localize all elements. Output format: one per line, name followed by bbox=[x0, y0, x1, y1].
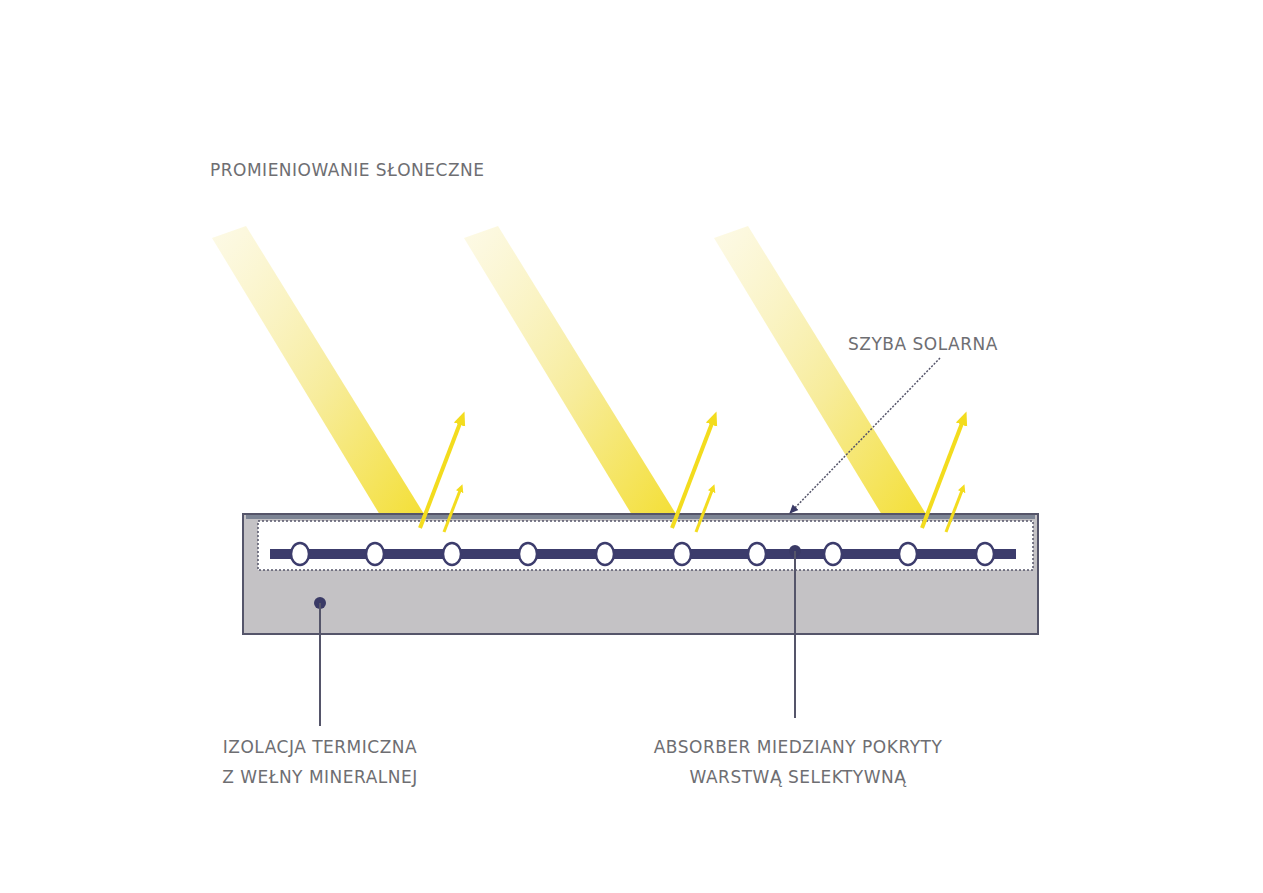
absorber-tube bbox=[519, 543, 537, 565]
absorber-tube bbox=[443, 543, 461, 565]
reflected-ray bbox=[696, 488, 713, 532]
sun-ray bbox=[464, 226, 697, 548]
absorber-tube bbox=[748, 543, 766, 565]
leader-line bbox=[319, 603, 321, 726]
collector-housing bbox=[243, 514, 1038, 634]
absorber-tube bbox=[291, 543, 309, 565]
reflected-ray bbox=[444, 488, 461, 532]
part-label: IZOLACJA TERMICZNA Z WEŁNY MINERALNEJ bbox=[170, 732, 470, 792]
part-label: SZYBA SOLARNA bbox=[848, 329, 998, 359]
sun-rays bbox=[212, 226, 947, 548]
collector-cavity bbox=[258, 521, 1033, 570]
absorber-tube bbox=[596, 543, 614, 565]
housing-top-edge bbox=[243, 513, 1038, 515]
absorber-tube bbox=[899, 543, 917, 565]
solar-glass bbox=[246, 515, 1035, 519]
absorber-tube bbox=[673, 543, 691, 565]
heading-label: PROMIENIOWANIE SŁONECZNE bbox=[210, 155, 485, 185]
reflected-ray bbox=[672, 418, 714, 528]
part-label: ABSORBER MIEDZIANY POKRYTY WARSTWĄ SELEK… bbox=[578, 732, 1018, 792]
reflected-ray bbox=[922, 418, 964, 528]
absorber-tube bbox=[976, 543, 994, 565]
sun-ray bbox=[212, 226, 445, 548]
sun-ray bbox=[714, 226, 947, 548]
reflected-ray bbox=[946, 488, 963, 532]
absorber-tube bbox=[366, 543, 384, 565]
leader-line bbox=[790, 358, 940, 513]
absorber-tube bbox=[824, 543, 842, 565]
absorber bbox=[270, 543, 1016, 565]
leader-line bbox=[794, 551, 796, 718]
reflected-rays bbox=[420, 418, 964, 532]
reflected-ray bbox=[420, 418, 462, 528]
